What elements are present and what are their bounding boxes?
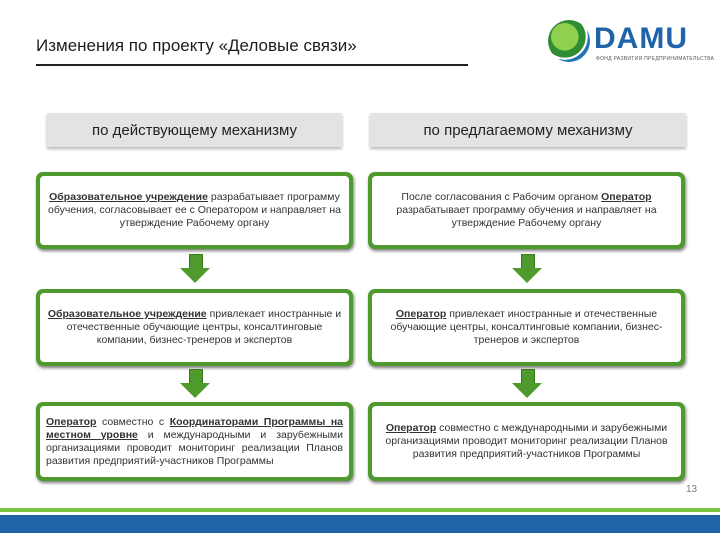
left-step-2-text: Образовательное учреждение привлекает ин… <box>40 293 349 362</box>
right-step-2-box: Оператор привлекает иностранные и отечес… <box>368 289 685 366</box>
footer-green-bar <box>0 508 720 512</box>
right-arrow-2-down-icon <box>512 369 542 399</box>
right-step-3-box: Оператор совместно с международными и за… <box>368 402 685 481</box>
title-underline <box>36 64 468 66</box>
left-step-1-box: Образовательное учреждение разрабатывает… <box>36 172 353 249</box>
right-step-1-text: После согласования с Рабочим органом Опе… <box>372 176 681 245</box>
logo-wordmark: DAMU <box>594 22 688 55</box>
slide-title: Изменения по проекту «Деловые связи» <box>36 36 357 55</box>
right-step-3-text: Оператор совместно с международными и за… <box>372 406 681 477</box>
left-step-3-text: Оператор совместно с Координаторами Прог… <box>40 406 349 477</box>
left-arrow-1-down-icon <box>180 254 210 284</box>
footer-blue-bar <box>0 515 720 533</box>
left-step-2-box: Образовательное учреждение привлекает ин… <box>36 289 353 366</box>
logo-tagline: ФОНД РАЗВИТИЯ ПРЕДПРИНИМАТЕЛЬСТВА <box>596 56 715 62</box>
left-step-1-text: Образовательное учреждение разрабатывает… <box>40 176 349 245</box>
left-step-3-box: Оператор совместно с Координаторами Прог… <box>36 402 353 481</box>
damu-logo: DAMU ФОНД РАЗВИТИЯ ПРЕДПРИНИМАТЕЛЬСТВА <box>548 18 714 68</box>
left-column-header: по действующему механизму <box>47 113 342 147</box>
right-column-header: по предлагаемому механизму <box>370 113 686 147</box>
right-arrow-1-down-icon <box>512 254 542 284</box>
page-number: 13 <box>686 484 698 495</box>
damu-logo-mark-icon <box>548 20 590 62</box>
right-step-1-box: После согласования с Рабочим органом Опе… <box>368 172 685 249</box>
right-step-2-text: Оператор привлекает иностранные и отечес… <box>372 293 681 362</box>
left-arrow-2-down-icon <box>180 369 210 399</box>
